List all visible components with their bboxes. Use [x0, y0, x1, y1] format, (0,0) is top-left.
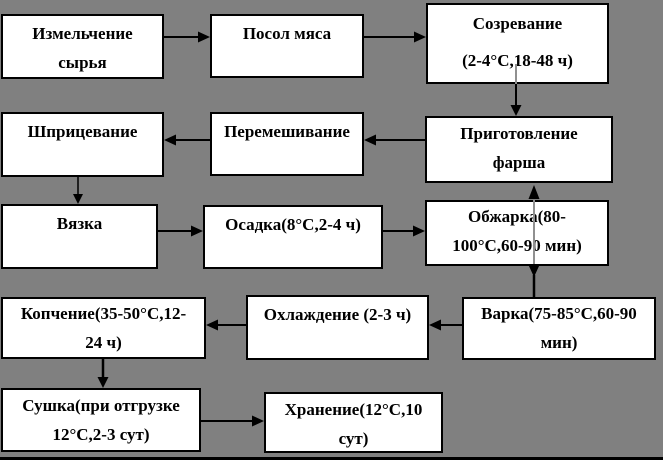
node-tying: Вязка	[1, 204, 158, 269]
arrow-mince-to-mixing	[364, 134, 425, 146]
node-storage: Хранение(12°С,10 сут)	[264, 392, 443, 453]
node-maturation-line1: Созревание	[472, 14, 563, 33]
node-grinding-line1: Измельчение	[32, 24, 133, 43]
arrow-smoking-to-drying	[97, 359, 109, 388]
node-maturation: Созревание (2-4°С,18-48 ч)	[426, 3, 609, 84]
node-grinding-line2: сырья	[58, 53, 107, 72]
node-storage-line2: сут)	[338, 429, 369, 448]
arrow-mixing-to-stuffing	[164, 134, 210, 146]
arrow-cooking-to-cooling	[429, 319, 462, 331]
node-drying-line2: 12°С,2-3 сут)	[52, 425, 150, 444]
node-settling-line1: Осадка(8°С,2-4 ч)	[225, 215, 361, 234]
node-stuffing: Шприцевание	[1, 112, 164, 177]
node-drying: Сушка(при отгрузке 12°С,2-3 сут)	[1, 388, 201, 452]
canvas-bottom-border	[0, 457, 663, 460]
node-smoking: Копчение(35-50°С,12- 24 ч)	[1, 297, 206, 359]
node-grinding: Измельчение сырья	[1, 14, 164, 79]
node-drying-line1: Сушка(при отгрузке	[22, 396, 180, 415]
node-mince-preparation: Приготовление фарша	[425, 116, 613, 183]
node-tying-line1: Вязка	[56, 214, 103, 233]
node-cooking-line1: Варка(75-85°С,60-90	[481, 304, 637, 323]
node-cooling-line1: Охлаждение (2-3 ч)	[263, 305, 412, 324]
arrow-roasting-to-cooking	[528, 265, 540, 297]
node-cooking: Варка(75-85°С,60-90 мин)	[462, 297, 656, 360]
node-cooking-line2: мин)	[540, 333, 578, 352]
node-salting: Посол мяса	[210, 14, 364, 78]
node-storage-line1: Хранение(12°С,10	[284, 400, 423, 419]
node-mince-preparation-line2: фарша	[492, 153, 546, 172]
node-smoking-line2: 24 ч)	[85, 333, 122, 352]
node-mixing-line1: Перемешивание	[224, 122, 350, 141]
node-roasting-line1: Обжарка(80-	[468, 207, 566, 226]
node-roasting-line2: 100°С,60-90 мин)	[452, 236, 582, 255]
arrow-cooling-to-smoking	[206, 319, 246, 331]
node-mixing: Перемешивание	[210, 112, 364, 176]
node-settling: Осадка(8°С,2-4 ч)	[203, 205, 383, 269]
node-cooling: Охлаждение (2-3 ч)	[246, 295, 429, 360]
node-stuffing-line1: Шприцевание	[27, 122, 138, 141]
arrow-tying-to-settling	[158, 225, 203, 237]
node-mince-preparation-line1: Приготовление	[460, 124, 578, 143]
arrow-stuffing-to-tying	[73, 177, 83, 204]
node-salting-line1: Посол мяса	[242, 24, 332, 43]
node-smoking-line1: Копчение(35-50°С,12-	[20, 304, 187, 323]
arrow-drying-to-storage	[201, 415, 264, 427]
arrow-grinding-to-salting	[164, 31, 210, 43]
arrow-settling-to-roasting	[383, 225, 425, 237]
arrow-salting-to-maturation	[364, 31, 426, 43]
node-roasting: Обжарка(80- 100°С,60-90 мин)	[425, 200, 609, 266]
node-maturation-line2: (2-4°С,18-48 ч)	[462, 51, 573, 70]
